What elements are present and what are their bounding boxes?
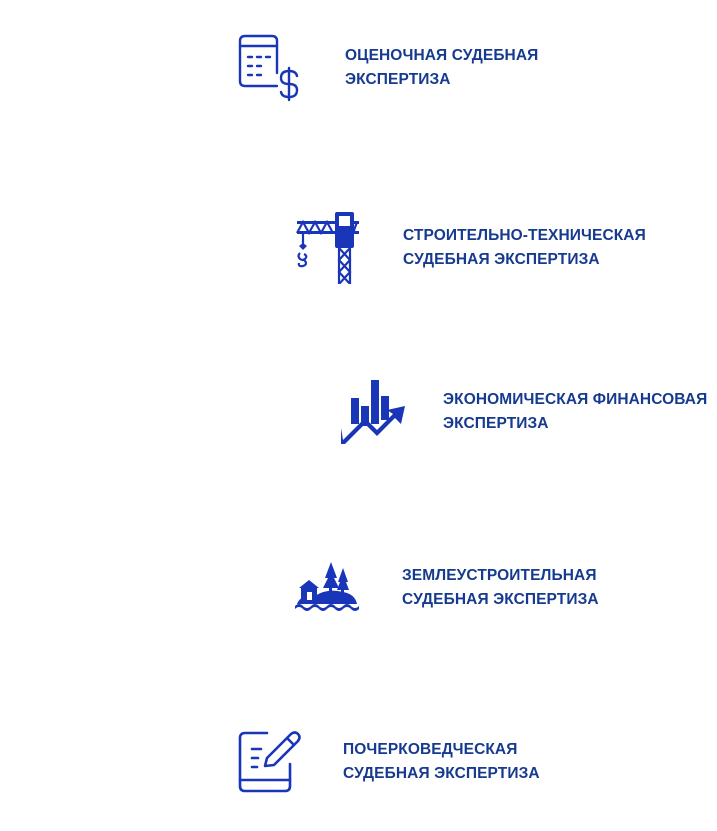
- handwriting-document-icon: [238, 731, 301, 793]
- service-label-line1: СТРОИТЕЛЬНО-ТЕХНИЧЕСКАЯ: [403, 227, 646, 244]
- service-item-handwriting[interactable]: ПОЧЕРКОВЕДЧЕСКАЯ СУДЕБНАЯ ЭКСПЕРТИЗА: [237, 730, 540, 794]
- service-label: ПОЧЕРКОВЕДЧЕСКАЯ СУДЕБНАЯ ЭКСПЕРТИЗА: [343, 738, 540, 786]
- service-item-economic[interactable]: ЭКОНОМИЧЕСКАЯ ФИНАНСОВАЯ ЭКСПЕРТИЗА: [341, 380, 707, 444]
- service-label-line1: ЭКОНОМИЧЕСКАЯ ФИНАНСОВАЯ: [443, 391, 708, 408]
- service-label: ЭКОНОМИЧЕСКАЯ ФИНАНСОВАЯ ЭКСПЕРТИЗА: [443, 388, 707, 436]
- service-label-line1: ОЦЕНОЧНАЯ СУДЕБНАЯ: [345, 47, 539, 64]
- growth-chart-icon: [341, 380, 405, 444]
- service-label-line2: ЭКСПЕРТИЗА: [345, 71, 451, 88]
- service-label-line2: СУДЕБНАЯ ЭКСПЕРТИЗА: [343, 765, 540, 782]
- service-item-land[interactable]: ЗЕМЛЕУСТРОИТЕЛЬНАЯ СУДЕБНАЯ ЭКСПЕРТИЗА: [295, 562, 599, 614]
- land-island-icon: [295, 562, 359, 611]
- service-label: ЗЕМЛЕУСТРОИТЕЛЬНАЯ СУДЕБНАЯ ЭКСПЕРТИЗА: [402, 564, 599, 612]
- service-label: ОЦЕНОЧНАЯ СУДЕБНАЯ ЭКСПЕРТИЗА: [345, 44, 538, 92]
- service-label: СТРОИТЕЛЬНО-ТЕХНИЧЕСКАЯ СУДЕБНАЯ ЭКСПЕРТ…: [403, 224, 646, 272]
- service-label-line2: СУДЕБНАЯ ЭКСПЕРТИЗА: [403, 251, 600, 268]
- service-label-line2: ЭКСПЕРТИЗА: [443, 415, 549, 432]
- calculator-dollar-icon: [238, 34, 299, 102]
- service-label-line1: ЗЕМЛЕУСТРОИТЕЛЬНАЯ: [402, 567, 597, 584]
- service-item-appraisal[interactable]: ОЦЕНОЧНАЯ СУДЕБНАЯ ЭКСПЕРТИЗА: [237, 33, 538, 103]
- service-label-line2: СУДЕБНАЯ ЭКСПЕРТИЗА: [402, 591, 599, 608]
- service-item-construction[interactable]: СТРОИТЕЛЬНО-ТЕХНИЧЕСКАЯ СУДЕБНАЯ ЭКСПЕРТ…: [295, 212, 646, 284]
- service-label-line1: ПОЧЕРКОВЕДЧЕСКАЯ: [343, 741, 518, 758]
- construction-crane-icon: [296, 212, 359, 284]
